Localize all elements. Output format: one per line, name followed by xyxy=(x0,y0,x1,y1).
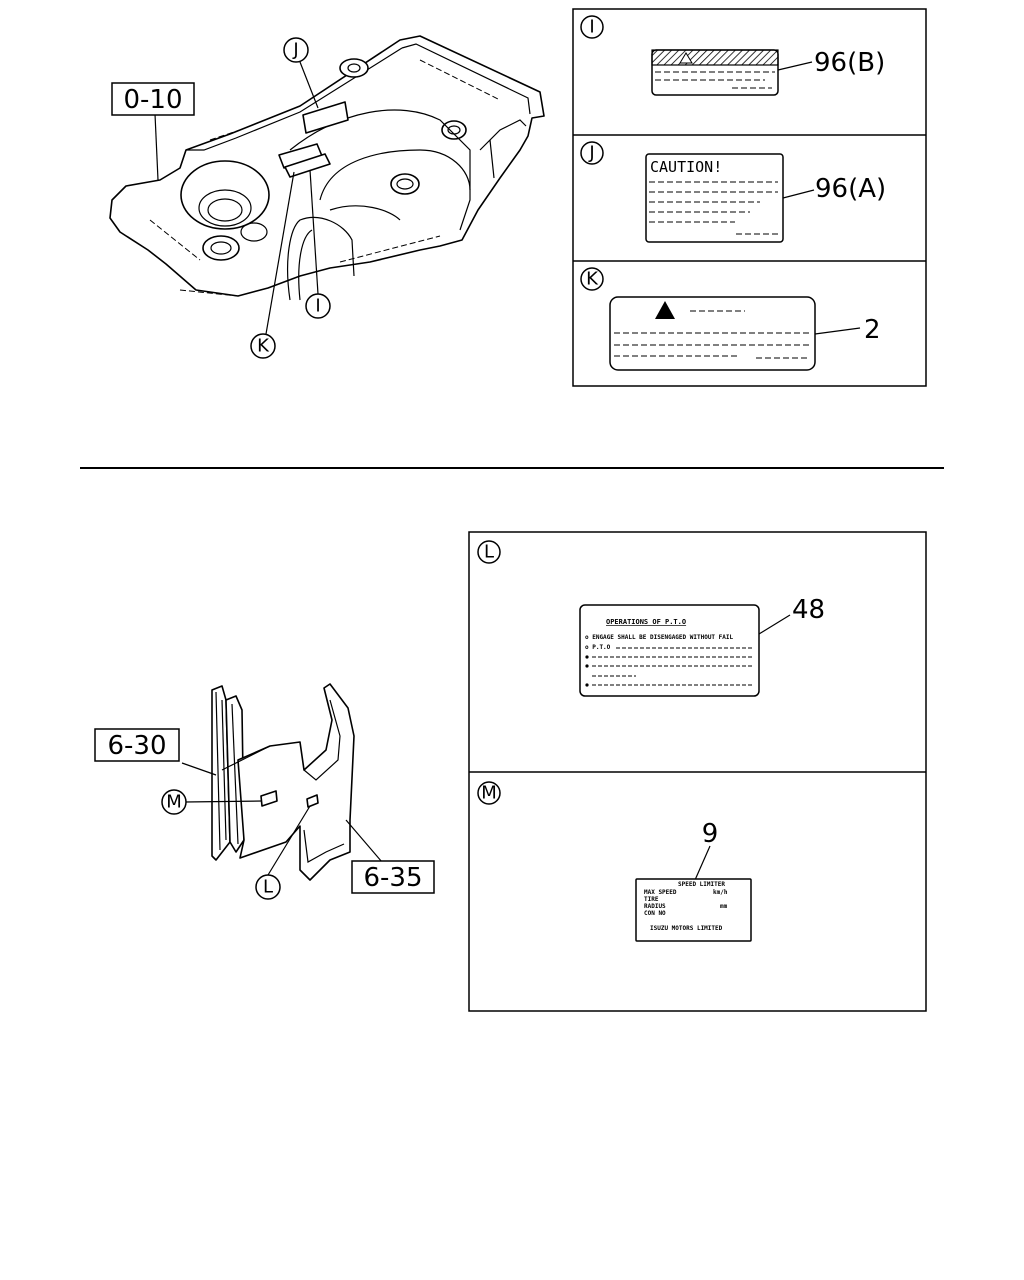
panel-M: M 9 SPEED LIMITER MAX SPEED km/h TIRE RA… xyxy=(477,781,752,942)
svg-text:J: J xyxy=(588,143,594,164)
svg-text:o P.T.O: o P.T.O xyxy=(585,644,611,651)
panel-I: I 96(B) xyxy=(580,15,885,96)
svg-text:K: K xyxy=(586,269,599,290)
caution-heading: CAUTION! xyxy=(650,158,722,176)
svg-text:MAX SPEED: MAX SPEED xyxy=(644,889,677,896)
svg-text:I: I xyxy=(315,296,320,317)
ref-box-0-10: 0-10 xyxy=(111,82,195,116)
svg-text:mm: mm xyxy=(720,903,728,910)
svg-text:o ENGAGE SHALL BE DISENGAGED W: o ENGAGE SHALL BE DISENGAGED WITHOUT FAI… xyxy=(585,634,733,641)
svg-text:TIRE: TIRE xyxy=(644,896,659,903)
part-no-96B: 96(B) xyxy=(814,48,885,78)
part-no-9: 9 xyxy=(702,819,719,849)
ref-6-35: 6-35 xyxy=(363,863,422,893)
svg-text:km/h: km/h xyxy=(713,889,728,896)
part-no-48: 48 xyxy=(792,595,825,625)
svg-text:K: K xyxy=(257,336,270,357)
part-no-2: 2 xyxy=(864,315,881,345)
detail-panels-top: I 96(B) J CAUTION! xyxy=(572,8,927,387)
frame-assembly-drawing xyxy=(109,35,545,335)
panel-L: L OPERATIONS OF P.T.O o ENGAGE SHALL BE … xyxy=(477,540,825,697)
side-frame-drawing xyxy=(181,683,383,881)
svg-text:CON NO: CON NO xyxy=(644,910,666,917)
part-no-96A: 96(A) xyxy=(815,174,886,204)
panel-K: K 2 xyxy=(580,267,881,371)
callout-M-bottom: M xyxy=(161,789,187,815)
warning-triangle-icon xyxy=(655,301,675,319)
ref-0-10: 0-10 xyxy=(123,85,182,115)
svg-text:M: M xyxy=(481,783,497,804)
svg-text:M: M xyxy=(166,792,182,813)
panel-J: J CAUTION! 96(A) xyxy=(580,141,886,243)
svg-text:I: I xyxy=(589,17,594,38)
callout-J-top: J xyxy=(283,37,309,63)
ref-6-30: 6-30 xyxy=(107,731,166,761)
svg-text:L: L xyxy=(484,542,494,563)
callout-I-top: I xyxy=(305,293,331,319)
callout-K-top: K xyxy=(250,333,276,359)
svg-text:ISUZU MOTORS LIMITED: ISUZU MOTORS LIMITED xyxy=(650,925,723,932)
svg-text:RADIUS: RADIUS xyxy=(644,903,666,910)
svg-text:L: L xyxy=(263,877,273,898)
ref-box-6-35: 6-35 xyxy=(351,860,435,894)
callout-L-bottom: L xyxy=(255,874,281,900)
svg-text:SPEED LIMITER: SPEED LIMITER xyxy=(678,881,725,888)
pto-heading: OPERATIONS OF P.T.O xyxy=(606,618,686,626)
svg-text:J: J xyxy=(292,40,298,61)
detail-panels-bottom: L OPERATIONS OF P.T.O o ENGAGE SHALL BE … xyxy=(468,531,927,1012)
ref-box-6-30: 6-30 xyxy=(94,728,180,762)
